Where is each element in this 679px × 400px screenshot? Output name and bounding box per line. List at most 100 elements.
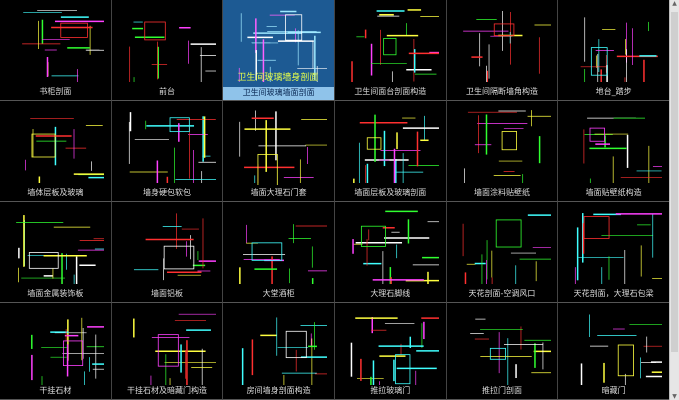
cad-drawing-preview (583, 117, 663, 183)
thumbnail-label: 卫生间玻璃墙面剖面 (223, 87, 334, 100)
cad-drawing-preview (463, 110, 551, 183)
cad-drawing-preview (350, 317, 439, 385)
thumbnail-item[interactable]: 墙面金属装饰板 (0, 202, 112, 303)
cad-drawing-preview (469, 318, 551, 385)
cad-rect (28, 252, 59, 269)
thumbnail-item[interactable]: 墙身硬包软包 (111, 101, 224, 202)
cad-drawing-preview (352, 210, 439, 284)
cad-rect (589, 127, 606, 142)
thumbnail-item[interactable]: 房间墙身剖面构造 (223, 303, 335, 400)
cad-drawing-preview (575, 213, 663, 284)
thumbnail-label: 天花剖面-空调风口 (468, 289, 536, 298)
cad-rect (60, 22, 88, 38)
cad-drawing-preview (580, 17, 659, 82)
cad-drawing-preview (25, 118, 104, 183)
cad-drawing-preview (239, 10, 328, 82)
thumbnail-label: 干挂石材 (39, 386, 72, 395)
cad-drawing-preview (353, 114, 439, 183)
cad-rect (143, 21, 166, 41)
thumbnail-label: 地台_踏步 (595, 87, 632, 96)
thumbnail-item[interactable]: 墙面大理石门套 (223, 101, 335, 202)
cad-drawing-preview (133, 213, 216, 281)
thumbnail-label: 暗藏门 (601, 386, 626, 395)
thumbnail-item[interactable]: 墙体层板及玻璃 (0, 101, 112, 202)
thumbnail-label: 书柜剖面 (39, 87, 72, 96)
cad-rect (163, 245, 194, 270)
thumbnail-item[interactable]: 墙面铝板 (111, 202, 224, 303)
thumbnail-label: 房间墙身剖面构造 (246, 386, 311, 395)
thumbnail-label: 大理石脚线 (370, 289, 411, 298)
cad-rect (285, 14, 303, 41)
thumbnail-label: 墙面金属装饰板 (27, 289, 84, 298)
cad-rect (366, 137, 382, 150)
cad-drawing-preview (16, 215, 104, 284)
cad-rect (169, 117, 190, 133)
cad-drawing-preview (351, 9, 439, 82)
cad-drawing-preview (581, 314, 663, 385)
thumbnail-label: 天花剖面，大理石包梁 (573, 289, 654, 298)
cad-rect (383, 38, 397, 56)
cad-drawing-preview (31, 317, 104, 385)
cad-drawing-preview (462, 11, 551, 82)
thumbnail-label: 墙面铝板 (150, 289, 183, 298)
cad-rect (31, 133, 56, 158)
thumbnail-item[interactable]: 暗藏门 (558, 303, 670, 400)
thumbnail-item[interactable]: 墙面贴壁纸构造 (558, 101, 670, 202)
thumbnail-item[interactable]: 前台 (111, 0, 224, 101)
thumbnail-label: 墙体层板及玻璃 (27, 188, 84, 197)
cad-rect (63, 340, 84, 366)
cad-rect (584, 216, 610, 239)
thumbnail-item[interactable]: 大堂酒柜 (223, 202, 335, 303)
thumbnail-label: 干挂石材及暗藏门构造 (126, 386, 207, 395)
thumbnail-item[interactable]: 推拉门剖面 (446, 303, 559, 400)
thumbnail-label: 推拉玻璃门 (370, 386, 411, 395)
thumbnail-item[interactable]: 墙面层板及玻璃剖面 (334, 101, 447, 202)
thumbnail-label: 卫生间面台剖面构造 (354, 87, 427, 96)
cad-drawing-preview (128, 112, 216, 183)
cad-rect (251, 242, 283, 261)
thumbnail-item[interactable]: 干挂石材 (0, 303, 112, 400)
thumbnail-item[interactable]: 大理石脚线 (334, 202, 447, 303)
cad-drawing-preview (242, 317, 328, 385)
cad-rect (286, 330, 308, 359)
drawing-title: 卫生间玻璃墙身剖面 (237, 73, 319, 83)
cad-rect (489, 347, 506, 360)
thumbnail-label: 卫生间隔断墙角构造 (465, 87, 538, 96)
thumbnail-label: 墙面大理石门套 (250, 188, 307, 197)
thumbnail-label: 墙身硬包软包 (142, 188, 191, 197)
scroll-down-icon[interactable]: ▼ (672, 393, 677, 400)
thumbnail-item[interactable]: 干挂石材及暗藏门构造 (111, 303, 224, 400)
cad-rect (157, 334, 179, 367)
thumbnail-item[interactable]: 卫生间隔断墙角构造 (446, 0, 559, 101)
cad-drawing-preview (128, 21, 216, 82)
cad-rect (501, 131, 517, 151)
thumbnail-item[interactable]: 书柜剖面 (0, 0, 112, 101)
thumbnail-label: 大堂酒柜 (262, 289, 295, 298)
cad-drawing-preview (239, 110, 328, 185)
cad-drawing-preview (132, 313, 216, 385)
thumbnail-item[interactable]: 天花剖面，大理石包梁 (558, 202, 670, 303)
thumbnail-item[interactable]: 天花剖面-空调风口 (446, 202, 559, 303)
thumbnail-item[interactable]: 墙面涂料贴壁纸 (446, 101, 559, 202)
cad-drawing-preview (462, 214, 551, 284)
thumbnail-item[interactable]: 卫生间玻璃墙身剖面卫生间玻璃墙面剖面 (223, 0, 335, 101)
cad-rect (360, 225, 386, 247)
cad-rect (493, 23, 514, 36)
cad-drawing-preview (22, 10, 104, 82)
scrollbar-thumb[interactable] (671, 12, 678, 352)
cad-drawing-preview (239, 224, 328, 284)
thumbnail-label: 墙面贴壁纸构造 (585, 188, 642, 197)
thumbnail-label: 推拉门剖面 (481, 386, 522, 395)
cad-rect (395, 354, 411, 385)
cad-rect (618, 344, 635, 377)
thumbnail-item[interactable]: 推拉玻璃门 (334, 303, 447, 400)
cad-rect (495, 219, 522, 248)
scroll-up-icon[interactable]: ▲ (672, 0, 677, 7)
cad-rect (591, 47, 608, 76)
thumbnail-item[interactable]: 地台_踏步 (558, 0, 670, 101)
thumbnail-label: 墙面层板及玻璃剖面 (354, 188, 427, 197)
thumbnail-label: 前台 (158, 87, 175, 96)
thumbnail-item[interactable]: 卫生间面台剖面构造 (334, 0, 447, 101)
vertical-scrollbar[interactable]: ▲ ▼ (669, 0, 679, 400)
